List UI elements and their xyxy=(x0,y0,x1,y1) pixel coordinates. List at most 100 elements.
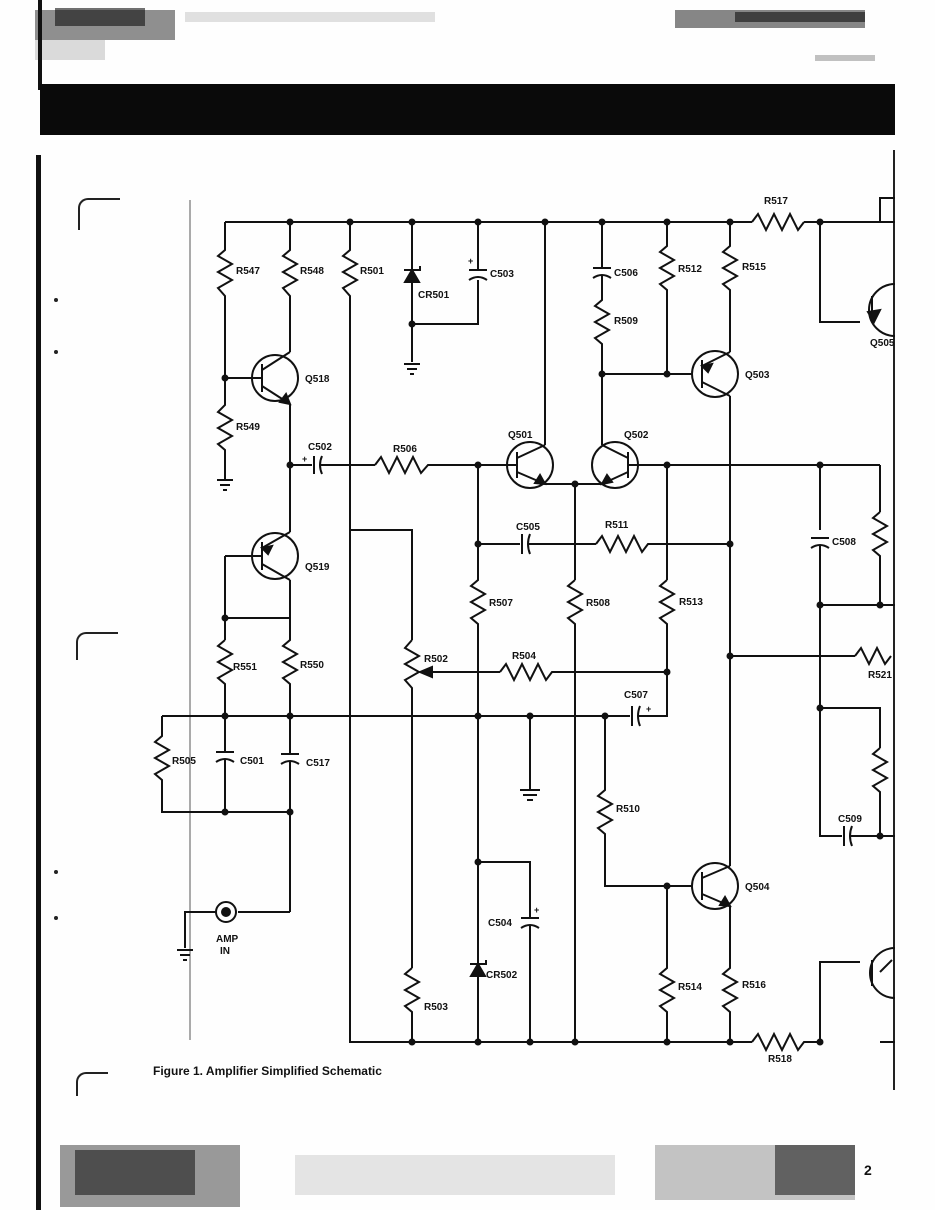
capacitor-C503 xyxy=(468,222,488,281)
label-C502: C502 xyxy=(308,442,332,453)
amp-in-label-line1: AMP xyxy=(216,934,239,945)
capacitor-C517 xyxy=(280,750,300,912)
label-Q505: Q505 xyxy=(870,338,895,349)
resistor-R548 xyxy=(280,222,300,352)
label-R512: R512 xyxy=(678,264,702,275)
resistor-R505 xyxy=(152,716,290,813)
label-R548: R548 xyxy=(300,266,324,277)
transistor-Q503 xyxy=(691,350,739,398)
label-Q503: Q503 xyxy=(745,370,770,381)
page-number: 2 xyxy=(864,1162,872,1178)
resistor-R508 xyxy=(565,579,585,1042)
label-R550: R550 xyxy=(300,660,324,671)
label-C508: C508 xyxy=(832,537,856,548)
label-R549: R549 xyxy=(236,422,260,433)
binder-hole-mark xyxy=(76,632,118,660)
label-R516: R516 xyxy=(742,980,766,991)
label-C505: C505 xyxy=(516,522,540,533)
label-C501: C501 xyxy=(240,756,264,767)
ground-symbol xyxy=(217,479,233,491)
label-R547: R547 xyxy=(236,266,260,277)
wire xyxy=(184,911,216,948)
scan-edge-left xyxy=(36,155,41,1210)
amp-in-label-line2: IN xyxy=(220,946,230,957)
resistor-R515 xyxy=(720,222,740,352)
zener-CR502 xyxy=(469,962,487,977)
wire xyxy=(478,861,531,918)
label-C517: C517 xyxy=(306,758,330,769)
scan-edge-left-top xyxy=(38,0,42,90)
polarity-plus: + xyxy=(534,905,539,915)
label-R513: R513 xyxy=(679,597,703,608)
polarity-plus: + xyxy=(646,704,651,714)
polarity-plus: + xyxy=(302,454,307,464)
ground-symbol xyxy=(177,949,193,961)
binder-hole-mark xyxy=(76,1072,108,1096)
zener-CR501 xyxy=(403,268,421,283)
polarity-plus: + xyxy=(468,256,473,266)
resistor-R507 xyxy=(468,544,488,1042)
label-R506: R506 xyxy=(393,444,417,455)
capacitor-C504 xyxy=(520,917,540,1042)
label-R551: R551 xyxy=(233,662,257,673)
resistor-R511 xyxy=(595,533,730,555)
resistor-R520 xyxy=(870,747,890,836)
pot-wiper-arrow xyxy=(417,665,433,679)
label-Q501: Q501 xyxy=(508,430,533,441)
resistor-R506 xyxy=(374,454,505,476)
resistor-R521 xyxy=(854,645,892,667)
binder-dot xyxy=(54,298,58,302)
label-R503: R503 xyxy=(424,1002,448,1013)
label-Q504: Q504 xyxy=(745,882,770,893)
resistor-R501 xyxy=(340,222,413,640)
label-R510: R510 xyxy=(616,804,640,815)
capacitor-C501 xyxy=(215,716,235,812)
label-R517: R517 xyxy=(764,196,788,207)
resistor-R503 xyxy=(402,967,422,1042)
wire xyxy=(819,222,860,323)
label-C503: C503 xyxy=(490,269,514,280)
label-Q519: Q519 xyxy=(305,562,330,573)
label-R509: R509 xyxy=(614,316,638,327)
transistor-Q506 xyxy=(869,947,896,999)
binder-dot xyxy=(54,870,58,874)
label-R504: R504 xyxy=(512,651,536,662)
label-R508: R508 xyxy=(586,598,610,609)
label-R521: R521 xyxy=(868,670,892,681)
figure-caption: Figure 1. Amplifier Simplified Schematic xyxy=(153,1064,382,1078)
transistor-Q504 xyxy=(691,862,739,910)
wire xyxy=(638,674,668,717)
label-CR501: CR501 xyxy=(418,290,450,301)
label-C506: C506 xyxy=(614,268,638,279)
label-Q518: Q518 xyxy=(305,374,330,385)
binder-hole-mark xyxy=(78,198,120,230)
label-CR502: CR502 xyxy=(486,970,518,981)
resistor-R509 xyxy=(592,276,612,445)
scan-noise-bottom xyxy=(60,1145,855,1207)
resistor-R513 xyxy=(657,579,677,672)
resistor-R517 xyxy=(751,211,805,233)
resistor-R502 xyxy=(402,639,422,716)
wire xyxy=(349,296,730,1043)
resistor-R514 xyxy=(657,886,677,1042)
wire xyxy=(477,465,520,545)
label-R515: R515 xyxy=(742,262,766,273)
wire xyxy=(411,280,479,325)
transistor-Q505 xyxy=(868,283,896,337)
resistor-R512 xyxy=(657,222,677,374)
capacitor-C508 xyxy=(810,537,830,605)
wire xyxy=(879,197,895,222)
resistor-R504 xyxy=(499,661,667,683)
label-R501: R501 xyxy=(360,266,384,277)
scan-noise-top xyxy=(35,8,875,61)
label-R511: R511 xyxy=(605,520,629,531)
scan-edge-right xyxy=(893,150,895,1090)
wire xyxy=(819,961,860,1042)
label-R514: R514 xyxy=(678,982,702,993)
binder-dot xyxy=(54,916,58,920)
resistor-R510 xyxy=(595,716,692,887)
header-bar xyxy=(40,84,895,135)
label-C507: C507 xyxy=(624,690,648,701)
